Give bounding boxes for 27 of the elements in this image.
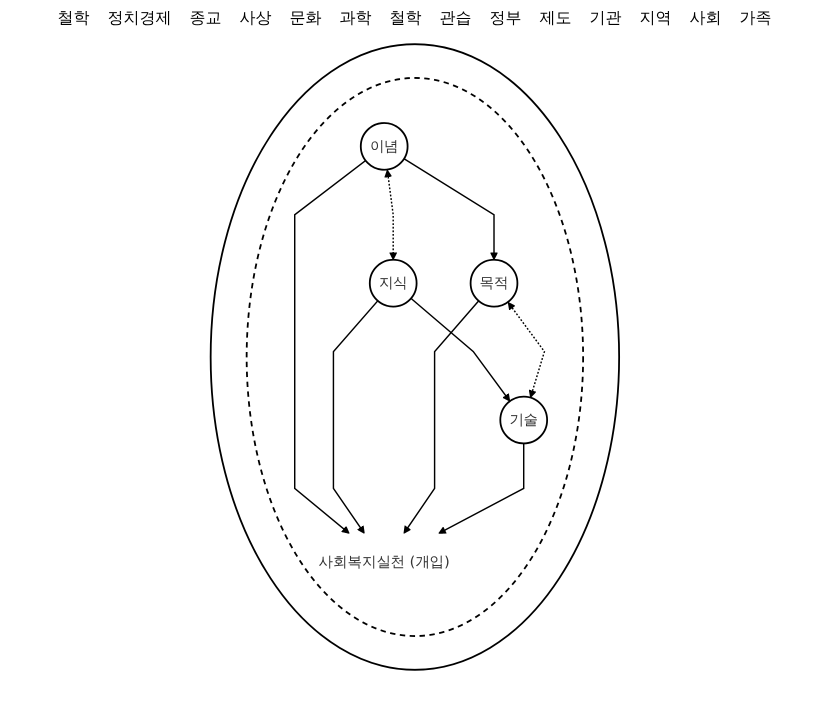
arrow (403, 158, 498, 260)
ring-label: 사상 (240, 8, 272, 29)
node-circle: 지식 (368, 258, 418, 308)
node-circle: 기술 (499, 396, 548, 444)
ring-label: 정치경제 (108, 8, 172, 29)
node-circle: 이념 (360, 122, 408, 171)
arrow (403, 300, 479, 534)
arrow (294, 160, 366, 534)
arrow (384, 170, 397, 260)
ring-label: 과학 (340, 8, 372, 29)
ring-label: 문화 (290, 8, 322, 29)
ring-label: 기관 (590, 8, 622, 29)
ring-label: 가족 (740, 8, 772, 29)
ring-label: 종교 (190, 8, 222, 29)
node-text: 사회복지실천 (개입) (318, 553, 450, 570)
arrow (507, 302, 545, 398)
ring-label: 제도 (540, 8, 572, 29)
arrow (438, 443, 524, 534)
arrow (410, 298, 510, 402)
ring-label: 정부 (490, 8, 522, 29)
ring-label: 관습 (440, 8, 472, 29)
ring-label: 사회 (690, 8, 722, 29)
ring-label: 철학 (390, 8, 422, 29)
ring-label: 철학 (58, 8, 90, 29)
arrow (332, 300, 378, 534)
node-circle: 목적 (469, 258, 518, 308)
ring-label: 지역 (640, 8, 672, 29)
